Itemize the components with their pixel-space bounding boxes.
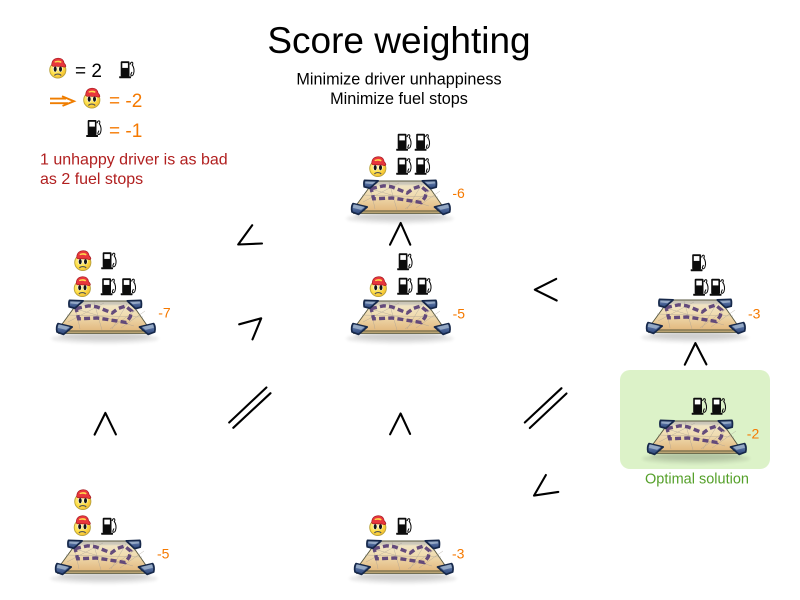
svg-text:= -2: = -2 <box>109 91 142 112</box>
svg-text:as 2 fuel stops: as 2 fuel stops <box>40 171 143 188</box>
svg-text:-5: -5 <box>157 546 170 562</box>
svg-text:-3: -3 <box>748 306 761 322</box>
svg-text:-3: -3 <box>452 546 465 562</box>
svg-text:1 unhappy driver is as bad: 1 unhappy driver is as bad <box>40 152 228 169</box>
svg-text:Optimal solution: Optimal solution <box>645 471 749 487</box>
svg-text:-2: -2 <box>747 426 760 442</box>
svg-text:= -1: = -1 <box>109 121 142 142</box>
svg-text:Minimize driver unhappiness: Minimize driver unhappiness <box>296 71 501 89</box>
svg-text:-5: -5 <box>453 305 466 321</box>
svg-text:Score weighting: Score weighting <box>267 20 530 61</box>
svg-text:-6: -6 <box>452 185 465 201</box>
svg-text:= 2: = 2 <box>75 61 102 82</box>
svg-text:Minimize fuel stops: Minimize fuel stops <box>330 90 468 108</box>
svg-text:-7: -7 <box>158 305 171 321</box>
